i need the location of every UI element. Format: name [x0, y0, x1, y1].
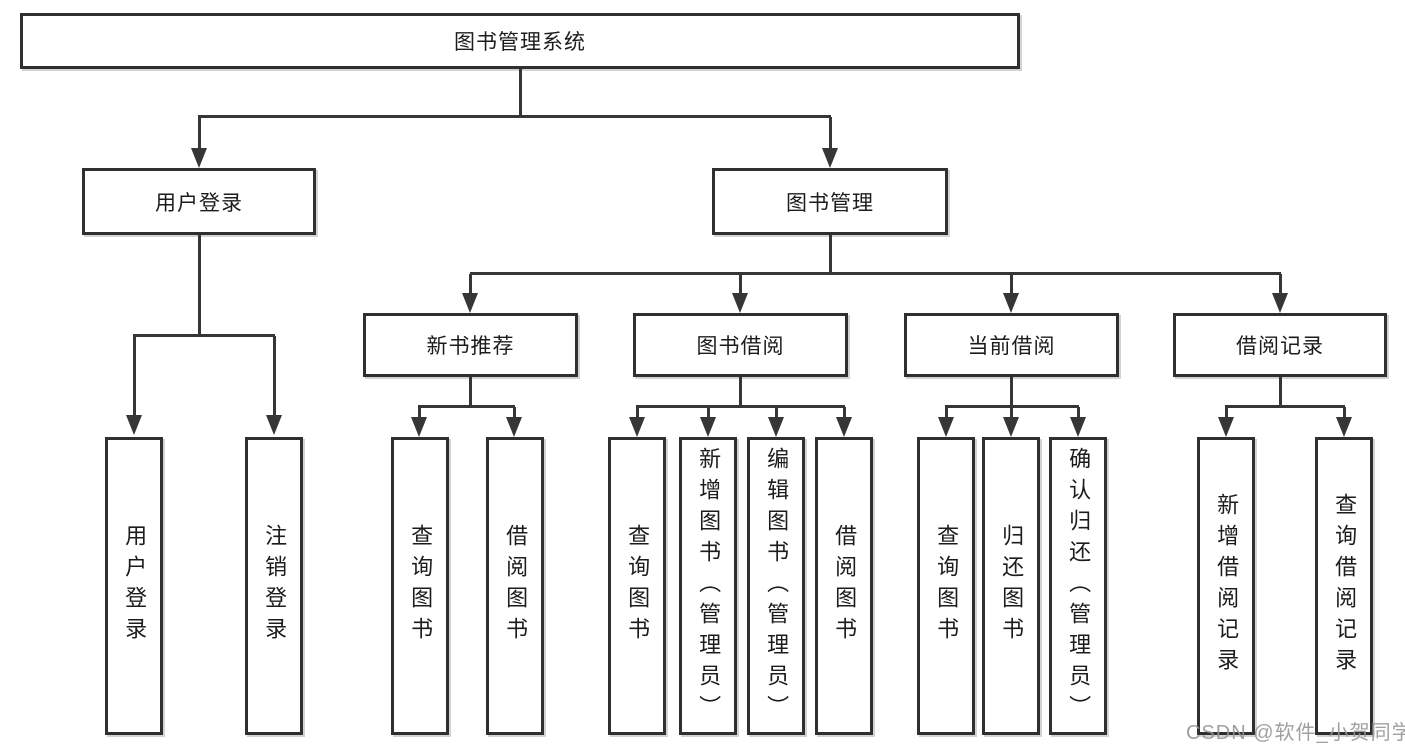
node-label: 查询图书 — [934, 524, 960, 648]
connector-line — [1225, 405, 1345, 408]
node-borrowing-borrow-books: 借阅图书 — [815, 437, 873, 735]
node-label: 用户登录 — [122, 524, 148, 648]
node-label: 归还图书 — [999, 524, 1025, 648]
connector-line — [198, 115, 831, 118]
node-new-book-recommend: 新书推荐 — [363, 313, 578, 377]
node-return-books: 归还图书 — [982, 437, 1040, 735]
node-book-management: 图书管理 — [712, 168, 948, 235]
node-label: 图书借阅 — [696, 335, 785, 358]
node-user-login-leaf: 用户登录 — [105, 437, 163, 735]
connector-line — [1279, 377, 1282, 408]
node-label: 注销登录 — [262, 524, 288, 648]
node-library-management-system: 图书管理系统 — [20, 13, 1020, 69]
node-label: 新书推荐 — [426, 335, 515, 358]
node-label: 查询借阅记录 — [1332, 493, 1358, 679]
node-borrowing-query-books: 查询图书 — [608, 437, 666, 735]
node-label: 查询图书 — [408, 524, 434, 648]
node-newbook-borrow-books: 借阅图书 — [486, 437, 544, 735]
node-edit-books-admin: 编辑图书（管理员） — [747, 437, 805, 735]
connector-line — [470, 272, 1281, 275]
connector-line — [418, 405, 515, 408]
node-label: 图书管理系统 — [454, 31, 586, 54]
node-user-login: 用户登录 — [82, 168, 316, 235]
connector-line — [636, 405, 845, 408]
node-label: 当前借阅 — [967, 335, 1056, 358]
node-current-borrowing: 当前借阅 — [904, 313, 1119, 377]
node-book-borrowing: 图书借阅 — [633, 313, 848, 377]
node-label: 查询图书 — [625, 524, 651, 648]
connector-line — [133, 334, 275, 337]
node-label: 新增借阅记录 — [1214, 493, 1240, 679]
node-confirm-return-admin: 确认归还（管理员） — [1049, 437, 1107, 735]
node-borrowing-records: 借阅记录 — [1173, 313, 1387, 377]
connector-line — [469, 377, 472, 408]
connector-line — [739, 377, 742, 408]
node-newbook-query-books: 查询图书 — [391, 437, 449, 735]
node-label: 用户登录 — [155, 191, 243, 215]
node-label: 确认归还（管理员） — [1066, 446, 1092, 726]
connector-line — [945, 405, 1079, 408]
connector-line — [198, 235, 201, 337]
node-query-borrow-record: 查询借阅记录 — [1315, 437, 1373, 735]
node-label: 图书管理 — [786, 191, 874, 215]
connector-line — [1010, 377, 1013, 408]
node-label: 借阅记录 — [1236, 335, 1324, 358]
node-add-books-admin: 新增图书（管理员） — [679, 437, 737, 735]
node-current-query-books: 查询图书 — [917, 437, 975, 735]
node-label: 借阅图书 — [503, 524, 529, 648]
csdn-watermark: CSDN @软件_小贺同学 — [1186, 722, 1405, 744]
node-add-borrow-record: 新增借阅记录 — [1197, 437, 1255, 735]
node-logout: 注销登录 — [245, 437, 303, 735]
connector-line — [519, 69, 522, 117]
connector-line — [829, 235, 832, 275]
node-label: 借阅图书 — [832, 524, 858, 648]
node-label: 新增图书（管理员） — [696, 446, 722, 726]
node-label: 编辑图书（管理员） — [764, 446, 790, 726]
